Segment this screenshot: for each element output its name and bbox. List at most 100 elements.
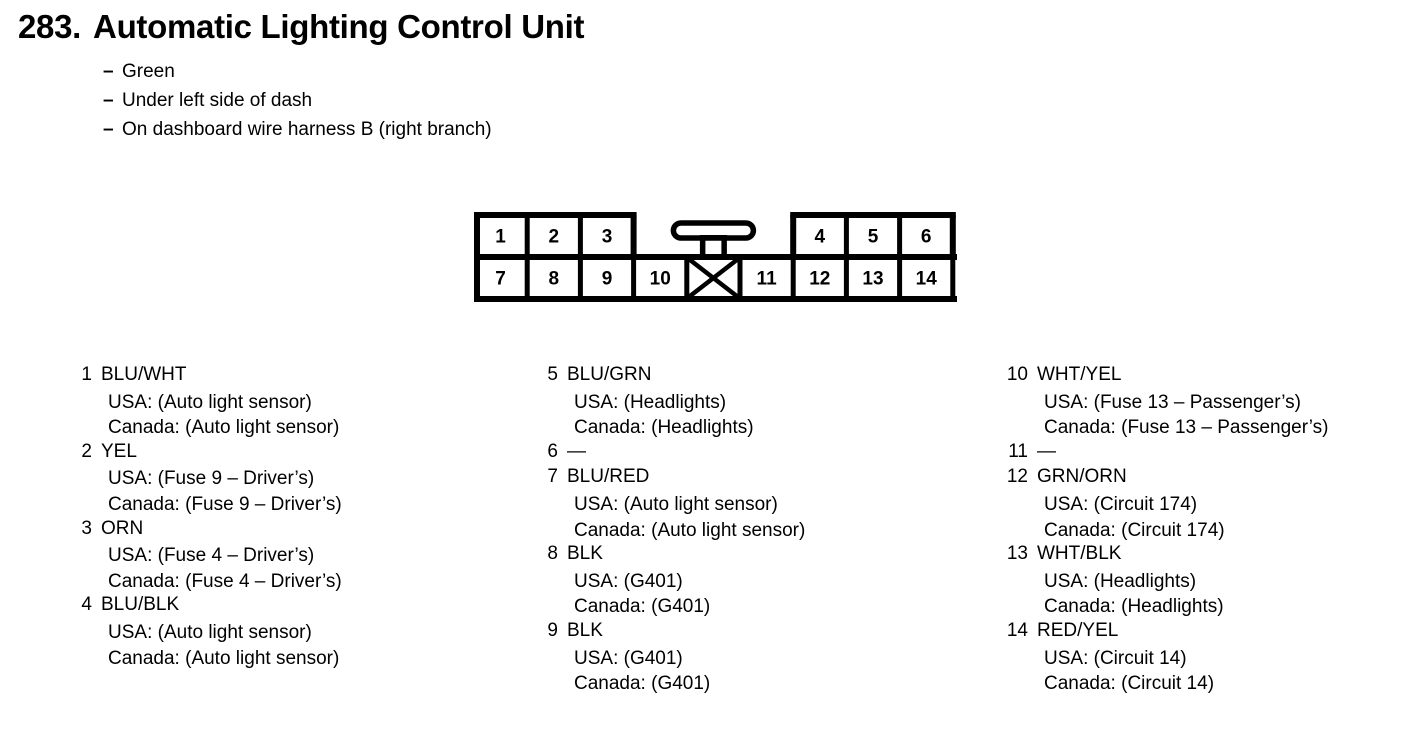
connector-line <box>474 212 637 218</box>
pin-header: 12 GRN/ORN <box>1003 466 1328 492</box>
pin-canada-function: Canada: (Fuse 4 – Driver’s) <box>108 570 342 592</box>
connector-line <box>474 254 957 260</box>
notes-list: –Green–Under left side of dash–On dashbo… <box>103 61 492 148</box>
connector-line <box>699 235 727 241</box>
connector-line <box>897 215 903 257</box>
pin-usa-function: USA: (Auto light sensor) <box>108 391 312 413</box>
pin-number: 7 <box>547 466 558 488</box>
connector-pin-11: 11 <box>757 269 778 290</box>
connector-pin-13: 13 <box>862 269 883 290</box>
pin-entry: 6— <box>546 441 805 467</box>
connector-line <box>843 257 849 299</box>
pin-usa-function: USA: (Headlights) <box>574 391 727 413</box>
connector-line <box>684 257 690 299</box>
pin-column-2: 5 BLU/GRN USA: (Headlights) Canada: (Headli… <box>546 364 805 697</box>
pin-usa-function: USA: (Headlights) <box>1044 570 1197 592</box>
connector-line <box>737 257 743 299</box>
connector-line <box>474 257 480 299</box>
pin-wire-color: GRN/ORN <box>1037 466 1127 488</box>
pin-wire-color: BLU/WHT <box>101 364 187 385</box>
pin-entry: 14 RED/YEL USA: (Circuit 14) Canada: (Circu… <box>1003 620 1328 697</box>
connector-line <box>631 257 637 299</box>
pin-entry: 5 BLU/GRN USA: (Headlights) Canada: (Headli… <box>546 364 805 441</box>
connector-latch-tab-icon <box>670 220 757 257</box>
pin-number: 14 <box>1006 619 1028 641</box>
pin-canada-function: Canada: (Circuit 14) <box>1044 673 1215 695</box>
pin-canada-function: Canada: (Circuit 174) <box>1044 519 1225 541</box>
page-title: 283.Automatic Lighting Control Unit <box>18 8 584 46</box>
pin-canada-function: Canada: (Headlights) <box>574 417 754 439</box>
connector-line <box>577 257 583 299</box>
pin-usa-function: USA: (Circuit 14) <box>1044 647 1187 669</box>
connector-pin-6: 6 <box>921 227 932 248</box>
pin-header: 10 WHT/YEL <box>1003 364 1328 390</box>
connector-pin-5: 5 <box>868 227 879 248</box>
pin-number: 8 <box>547 543 558 565</box>
pin-number: 2 <box>81 440 92 462</box>
pin-usa-function: USA: (Auto light sensor) <box>574 493 778 515</box>
pin-wire-color: BLU/BLK <box>101 594 180 616</box>
connector-line <box>524 257 530 299</box>
pin-usa-function: USA: (Fuse 9 – Driver’s) <box>108 468 315 490</box>
pin-wire-color: WHT/BLK <box>1037 543 1122 565</box>
pin-header: 14 RED/YEL <box>1003 620 1328 646</box>
connector-line <box>524 215 530 257</box>
connector-line <box>843 215 849 257</box>
blank-pin-x-stroke <box>687 257 740 299</box>
connector-line <box>897 257 903 299</box>
pin-wire-color: BLK <box>567 543 603 565</box>
page-title-text: Automatic Lighting Control Unit <box>93 8 585 45</box>
pin-canada-function: Canada: (Auto light sensor) <box>108 647 340 669</box>
pin-wire-color: RED/YEL <box>1037 619 1119 641</box>
pin-wire-color: ORN <box>101 517 144 539</box>
pin-usa-function: USA: (Fuse 4 – Driver’s) <box>108 545 315 567</box>
pin-canada-function: Canada: (Headlights) <box>1044 596 1224 618</box>
connector-pin-10: 10 <box>650 269 671 290</box>
note-item-label: Green <box>122 61 175 82</box>
connector-line <box>949 215 956 257</box>
pin-header: 9 BLK <box>546 620 805 646</box>
pin-number: 5 <box>547 364 558 385</box>
connector-pin-1: 1 <box>495 227 506 248</box>
note-dash-icon: – <box>103 90 114 111</box>
connector-line <box>630 215 637 257</box>
connector-line <box>950 257 956 299</box>
pin-number: 9 <box>547 619 558 641</box>
note-item: –Green <box>103 61 492 90</box>
pin-wire-color: BLK <box>567 619 603 641</box>
pin-header: 13 WHT/BLK <box>1003 543 1328 569</box>
connector-pin-8: 8 <box>549 269 560 290</box>
pin-canada-function: Canada: (Auto light sensor) <box>574 519 806 541</box>
blank-pin-x-icon <box>687 257 740 299</box>
connector-line <box>721 235 727 257</box>
pin-number: 6 <box>547 440 558 462</box>
pin-wire-color: BLU/GRN <box>567 364 652 385</box>
pin-number: 13 <box>1006 543 1028 565</box>
note-item-label: On dashboard wire harness B (right branc… <box>122 119 492 140</box>
pin-header: 6— <box>546 441 805 467</box>
pin-usa-function: USA: (Circuit 174) <box>1044 493 1198 515</box>
connector-line <box>699 235 706 257</box>
pin-usa-function: USA: (G401) <box>574 570 683 592</box>
pin-wire-color: — <box>567 440 586 462</box>
pin-wire-color: WHT/YEL <box>1037 364 1122 385</box>
pin-canada-function: Canada: (G401) <box>574 673 711 695</box>
pin-number: 10 <box>1006 364 1028 385</box>
pin-number: 12 <box>1006 466 1028 488</box>
pin-entry: 11— <box>1003 441 1328 467</box>
pin-header: 5 BLU/GRN <box>546 364 805 390</box>
connector-line <box>474 215 480 257</box>
note-item-label: Under left side of dash <box>122 90 313 111</box>
note-item: –Under left side of dash <box>103 90 492 119</box>
pin-number: 4 <box>81 594 92 616</box>
